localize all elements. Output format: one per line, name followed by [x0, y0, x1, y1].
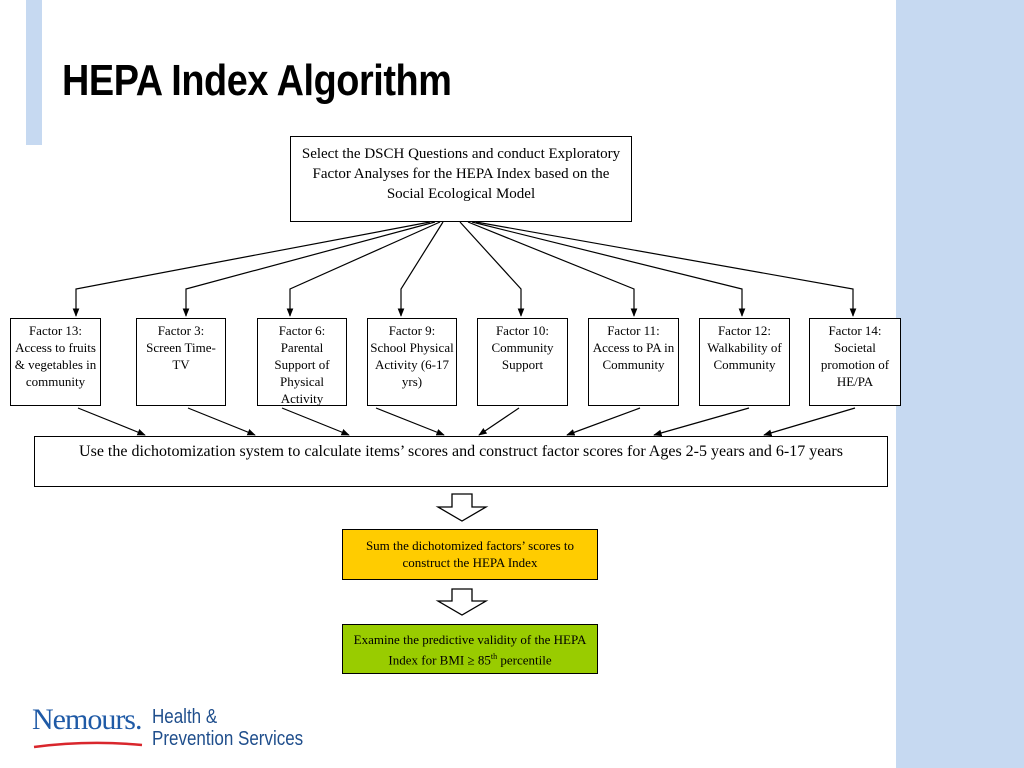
arrow-factor-6-down	[281, 407, 350, 436]
exam-suffix: percentile	[497, 652, 552, 668]
tagline-line-1: Health &	[152, 706, 218, 728]
sum-index-box: Sum the dichotomized factors’ scores to …	[342, 529, 598, 580]
arrow-factor-12-down	[653, 407, 750, 437]
dichotomization-box: Use the dichotomization system to calcul…	[34, 436, 888, 487]
factor-10-box: Factor 10: Community Support	[477, 318, 568, 406]
connector-factor-11	[467, 221, 638, 317]
arrow-factor-3-down	[187, 407, 256, 436]
logo-tagline: Health & Prevention Services	[152, 706, 303, 750]
select-questions-box: Select the DSCH Questions and conduct Ex…	[290, 136, 632, 222]
title-accent-bar	[26, 0, 42, 145]
connector-factor-3	[182, 221, 436, 317]
connector-factor-13	[72, 221, 431, 317]
connector-factor-6	[286, 221, 441, 317]
arrow-factor-9-down	[375, 407, 445, 436]
block-arrow-1	[435, 493, 489, 522]
factor-11-box: Factor 11: Access to PA in Community	[588, 318, 679, 406]
factor-6-box: Factor 6: Parental Support of Physical A…	[257, 318, 347, 406]
arrow-factor-13-down	[77, 407, 146, 436]
block-arrow-2	[435, 588, 489, 616]
logo-swoosh-icon	[33, 741, 143, 749]
connector-factor-10	[459, 221, 525, 317]
arrow-factor-10-down	[478, 407, 520, 436]
exam-superscript: th	[490, 652, 498, 661]
factor-12-box: Factor 12: Walkability of Community	[699, 318, 790, 406]
connector-factor-9	[397, 221, 444, 317]
slide-title: HEPA Index Algorithm	[62, 56, 452, 105]
tagline-line-2: Prevention Services	[152, 728, 304, 750]
factor-14-box: Factor 14: Societal promotion of HE/PA	[809, 318, 901, 406]
nemours-logo: Nemours.	[32, 703, 142, 749]
arrow-factor-11-down	[566, 407, 641, 436]
arrow-factor-14-down	[763, 407, 856, 437]
connector-factor-12	[471, 221, 746, 317]
factor-9-box: Factor 9: School Physical Activity (6-17…	[367, 318, 457, 406]
exam-text: Examine the predictive validity of the H…	[353, 632, 587, 668]
factor-13-box: Factor 13: Access to fruits & vegetables…	[10, 318, 101, 406]
connector-factor-14	[475, 221, 857, 317]
examine-validity-box: Examine the predictive validity of the H…	[342, 624, 598, 674]
logo-wordmark: Nemours.	[32, 703, 142, 736]
right-accent-band	[896, 0, 1024, 768]
factor-3-box: Factor 3: Screen Time-TV	[136, 318, 226, 406]
